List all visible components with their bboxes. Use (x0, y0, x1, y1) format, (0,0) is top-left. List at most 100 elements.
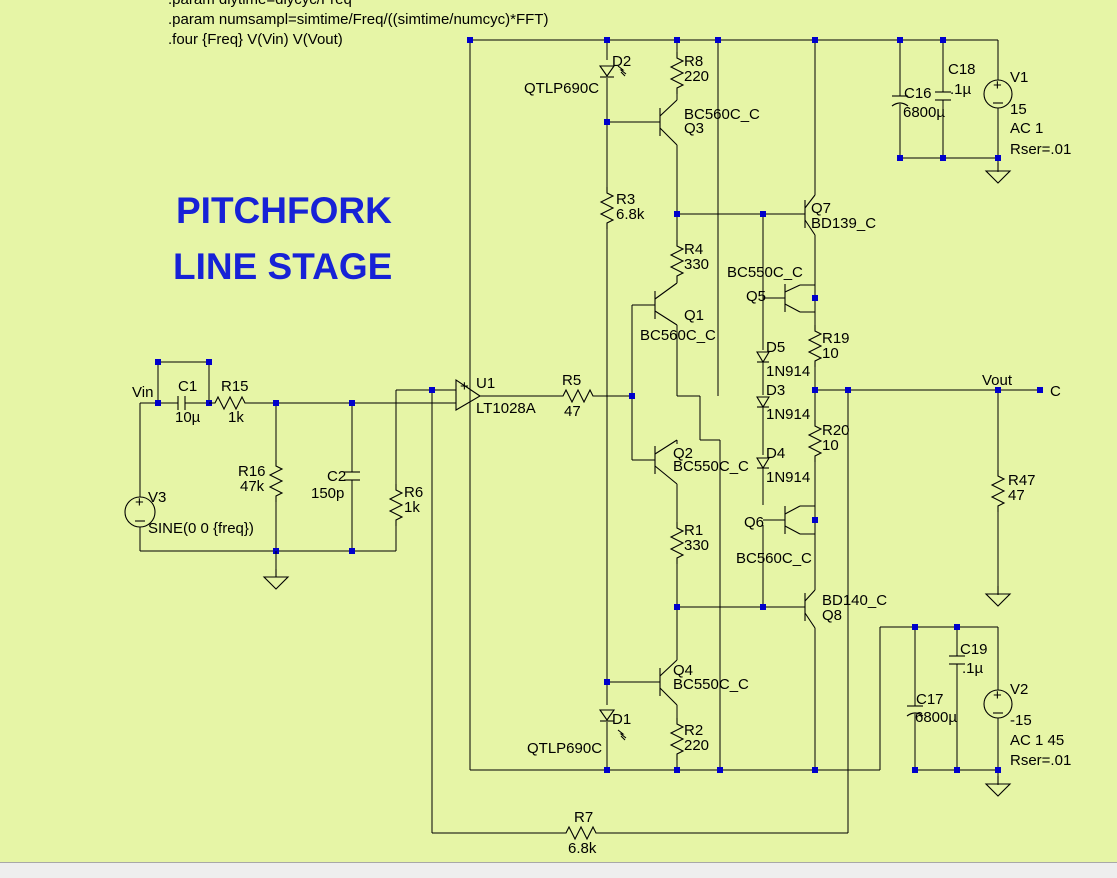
svg-text:Q5: Q5 (746, 288, 766, 305)
svg-text:-15: -15 (1010, 712, 1032, 729)
diode-d3[interactable]: D3 1N914 (756, 382, 810, 423)
svg-text:BC560C_C: BC560C_C (640, 327, 716, 344)
ground-symbol (985, 775, 1011, 797)
transistor-q1[interactable]: Q1 BC560C_C (640, 282, 716, 344)
transistor-q7[interactable]: Q7 BD139_C (804, 194, 876, 236)
net-label-vout: Vout (982, 372, 1013, 389)
resistor-r47[interactable]: R47 47 (991, 469, 1036, 513)
svg-text:1N914: 1N914 (766, 406, 810, 423)
svg-text:47: 47 (564, 403, 581, 420)
voltage-source-v2[interactable]: + V2 -15 AC 1 45 Rser=.01 (983, 681, 1071, 769)
svg-text:R4: R4 (684, 241, 703, 258)
svg-text:D3: D3 (766, 382, 785, 399)
svg-text:220: 220 (684, 68, 709, 85)
svg-text:Q4: Q4 (673, 662, 693, 679)
svg-text:220: 220 (684, 737, 709, 754)
svg-text:Q7: Q7 (811, 200, 831, 217)
wires (139, 39, 1040, 834)
resistor-r5[interactable]: R5 47 (556, 372, 600, 420)
port-label-c: C (1050, 383, 1061, 400)
resistor-r20[interactable]: R20 10 (808, 419, 850, 463)
svg-text:QTLP690C: QTLP690C (524, 80, 599, 97)
svg-text:1k: 1k (228, 409, 244, 426)
svg-text:10µ: 10µ (175, 409, 201, 426)
svg-text:R2: R2 (684, 722, 703, 739)
svg-text:6800µ: 6800µ (903, 104, 945, 121)
transistor-q8[interactable]: BD140_C Q8 (804, 589, 887, 629)
voltage-source-v1[interactable]: + V1 15 AC 1 Rser=.01 (983, 69, 1071, 158)
resistor-r19[interactable]: R19 10 (808, 324, 850, 368)
svg-text:BD139_C: BD139_C (811, 215, 876, 232)
capacitor-c2[interactable]: C2 150p (311, 468, 360, 502)
resistor-r6[interactable]: R6 1k (389, 483, 423, 527)
svg-text:D4: D4 (766, 445, 785, 462)
svg-text:R7: R7 (574, 809, 593, 826)
opamp-u1[interactable]: + U1 LT1028A (455, 375, 536, 417)
svg-text:6.8k: 6.8k (616, 206, 645, 223)
svg-text:Q3: Q3 (684, 120, 704, 137)
svg-text:C1: C1 (178, 378, 197, 395)
svg-text:Q2: Q2 (673, 445, 693, 462)
transistor-q3[interactable]: BC560C_C Q3 (659, 99, 760, 146)
svg-text:+: + (993, 687, 1002, 704)
svg-text:R6: R6 (404, 484, 423, 501)
svg-text:Q8: Q8 (822, 607, 842, 624)
svg-text:.1µ: .1µ (950, 81, 972, 98)
svg-text:+: + (993, 77, 1002, 94)
svg-text:R47: R47 (1008, 472, 1036, 489)
svg-text:BC550C_C: BC550C_C (673, 458, 749, 475)
svg-text:6800µ: 6800µ (915, 709, 957, 726)
svg-text:Rser=.01: Rser=.01 (1010, 752, 1071, 769)
resistor-r16[interactable]: R16 47k (238, 459, 283, 503)
svg-text:R8: R8 (684, 53, 703, 70)
resistor-r8[interactable]: R8 220 (670, 51, 709, 95)
ground-symbol (985, 162, 1011, 184)
led-d2[interactable]: D2 QTLP690C (524, 53, 631, 97)
svg-text:BC560C_C: BC560C_C (684, 106, 760, 123)
svg-text:C19: C19 (960, 641, 988, 658)
capacitor-c1[interactable]: C1 10µ (172, 378, 201, 426)
svg-text:R20: R20 (822, 422, 850, 439)
transistor-q4[interactable]: Q4 BC550C_C (659, 659, 749, 706)
svg-text:C17: C17 (916, 691, 944, 708)
capacitor-c19[interactable]: C19 .1µ (949, 641, 988, 677)
svg-text:D5: D5 (766, 339, 785, 356)
svg-text:1N914: 1N914 (766, 469, 810, 486)
svg-text:AC 1: AC 1 (1010, 120, 1043, 137)
svg-text:C16: C16 (904, 85, 932, 102)
svg-text:AC 1 45: AC 1 45 (1010, 732, 1064, 749)
svg-text:D2: D2 (612, 53, 631, 70)
svg-text:BC560C_C: BC560C_C (736, 550, 812, 567)
resistor-r1[interactable]: R1 330 (670, 521, 709, 565)
capacitor-c17[interactable]: C17 6800µ (906, 691, 957, 726)
diode-d4[interactable]: D4 1N914 (756, 445, 810, 486)
svg-text:R1: R1 (684, 522, 703, 539)
voltage-source-v3[interactable]: + V3 SINE(0 0 {freq}) (124, 489, 254, 537)
svg-text:SINE(0 0 {freq}): SINE(0 0 {freq}) (148, 520, 254, 537)
transistor-q6[interactable]: Q6 BC560C_C (736, 505, 815, 567)
svg-text:150p: 150p (311, 485, 344, 502)
resistor-r4[interactable]: R4 330 (670, 239, 709, 283)
svg-text:Rser=.01: Rser=.01 (1010, 141, 1071, 158)
svg-text:330: 330 (684, 537, 709, 554)
svg-text:6.8k: 6.8k (568, 840, 597, 857)
diode-d5[interactable]: D5 1N914 (756, 339, 810, 380)
svg-text:15: 15 (1010, 101, 1027, 118)
svg-text:Q6: Q6 (744, 514, 764, 531)
svg-text:10: 10 (822, 437, 839, 454)
transistor-q5[interactable]: BC550C_C Q5 (727, 264, 815, 313)
svg-text:QTLP690C: QTLP690C (527, 740, 602, 757)
resistor-r7[interactable]: R7 6.8k (559, 809, 603, 857)
capacitor-c18[interactable]: C18 .1µ (935, 61, 976, 101)
svg-text:R15: R15 (221, 378, 249, 395)
resistor-r2[interactable]: R2 220 (670, 717, 709, 761)
svg-text:D1: D1 (612, 711, 631, 728)
led-d1[interactable]: D1 QTLP690C (527, 709, 631, 757)
capacitor-c16[interactable]: C16 6800µ (891, 85, 945, 121)
svg-text:C18: C18 (948, 61, 976, 78)
resistor-r3[interactable]: R3 6.8k (600, 186, 645, 230)
transistor-q2[interactable]: Q2 BC550C_C (654, 439, 749, 485)
svg-text:R16: R16 (238, 463, 266, 480)
resistor-r15[interactable]: R15 1k (208, 378, 252, 426)
